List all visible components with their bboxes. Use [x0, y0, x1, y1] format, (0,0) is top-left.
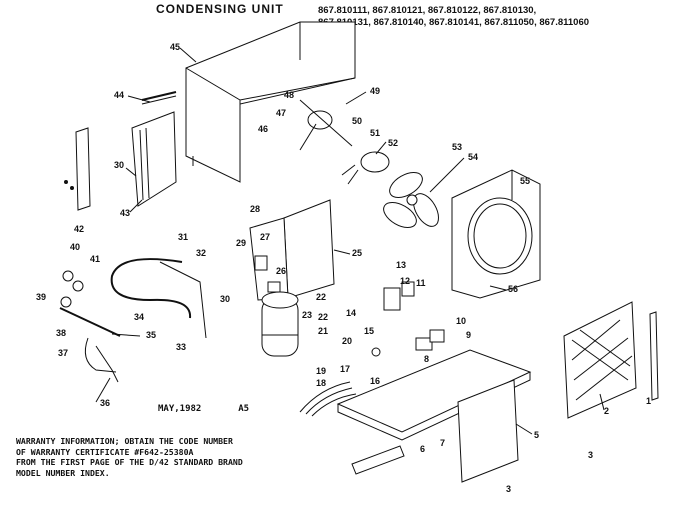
part-label: 13	[396, 260, 406, 270]
part-label: 3	[588, 450, 593, 460]
part-label: 8	[424, 354, 429, 364]
part-label: 52	[388, 138, 398, 148]
fan-blade-drawing	[383, 172, 439, 228]
warranty-line-4: MODEL NUMBER INDEX.	[16, 467, 110, 478]
part-label: 48	[284, 90, 294, 100]
coil-grille-drawing	[563, 301, 637, 419]
part-label: 14	[346, 308, 356, 318]
part-label: 51	[370, 128, 380, 138]
warranty-line-2: OF WARRANTY CERTIFICATE #F642-25380A	[16, 446, 194, 457]
warranty-line-1: WARRANTY INFORMATION; OBTAIN THE CODE NU…	[16, 436, 233, 446]
part-label: 31	[178, 232, 188, 242]
code-text: A5	[238, 404, 250, 414]
part-label: 15	[364, 326, 374, 336]
part-labels: 45 44 30 43 42 46 47 48 49 50 51 52 53 5…	[36, 42, 651, 494]
control-box-drawing	[249, 199, 335, 301]
part-label: 10	[456, 316, 466, 326]
valves-drawing	[60, 270, 84, 308]
part-label: 55	[520, 176, 530, 186]
part-label: 34	[134, 312, 144, 322]
part-label: 53	[452, 142, 462, 152]
wire-bundle-drawing	[299, 381, 357, 417]
bracket-drawing	[64, 127, 91, 211]
part-label: 38	[56, 328, 66, 338]
part-label: 43	[120, 208, 130, 218]
part-label: 23	[302, 310, 312, 320]
part-label: 46	[258, 124, 268, 134]
part-label: 33	[176, 342, 186, 352]
part-label: 11	[416, 278, 426, 288]
rail-drawing	[351, 445, 405, 475]
part-label: 44	[114, 90, 124, 100]
part-label: 50	[352, 116, 362, 126]
part-label: 22	[316, 292, 326, 302]
part-label: 20	[342, 336, 352, 346]
cabinet-drawing	[185, 21, 356, 183]
front-panel-drawing	[457, 379, 519, 483]
part-label: 21	[318, 326, 328, 336]
orifice-panel-drawing	[451, 169, 541, 299]
part-label: 47	[276, 108, 286, 118]
revision-date: MAY,1982 A5	[158, 404, 249, 414]
fan-motor-drawing	[299, 99, 390, 185]
base-pan-drawing	[336, 349, 532, 441]
compressor-drawing	[261, 291, 299, 357]
electrical-components-drawing	[371, 281, 445, 357]
part-label: 29	[236, 238, 246, 248]
part-label: 27	[260, 232, 270, 242]
part-label: 9	[466, 330, 471, 340]
leader-lines	[95, 47, 605, 435]
part-label: 6	[420, 444, 425, 454]
part-label: 37	[58, 348, 68, 358]
part-label: 7	[440, 438, 445, 448]
diagram-title: CONDENSING UNIT	[156, 2, 284, 16]
part-label: 2	[604, 406, 609, 416]
part-label: 17	[340, 364, 350, 374]
part-label: 30	[114, 160, 124, 170]
part-label: 42	[74, 224, 84, 234]
part-label: 49	[370, 86, 380, 96]
part-label: 39	[36, 292, 46, 302]
warranty-info: WARRANTY INFORMATION; OBTAIN THE CODE NU…	[16, 436, 243, 478]
part-label: 22	[318, 312, 328, 322]
part-label: 36	[100, 398, 110, 408]
part-label: 28	[250, 204, 260, 214]
part-label: 41	[90, 254, 100, 264]
part-label: 56	[508, 284, 518, 294]
post-drawing	[649, 311, 659, 401]
part-label: 16	[370, 376, 380, 386]
part-label: 45	[170, 42, 180, 52]
part-label: 1	[646, 396, 651, 406]
part-label: 30	[220, 294, 230, 304]
part-label: 25	[352, 248, 362, 258]
part-label: 26	[276, 266, 286, 276]
part-label: 40	[70, 242, 80, 252]
date-text: MAY,1982	[158, 404, 202, 414]
part-label: 32	[196, 248, 206, 258]
warranty-line-3: FROM THE FIRST PAGE OF THE D/42 STANDARD…	[16, 457, 243, 467]
part-label: 35	[146, 330, 156, 340]
model-line-1: 867.810111, 867.810121, 867.810122, 867.…	[318, 5, 537, 16]
model-numbers: 867.810111, 867.810121, 867.810122, 867.…	[318, 5, 589, 29]
part-label: 19	[316, 366, 326, 376]
part-label: 54	[468, 152, 478, 162]
part-label: 12	[400, 276, 410, 286]
model-line-2: 867.810131, 867.810140, 867.810141, 867.…	[318, 17, 590, 28]
tubing-drawing	[59, 258, 207, 383]
part-label: 5	[534, 430, 539, 440]
part-label: 18	[316, 378, 326, 388]
side-panel-drawing	[131, 91, 177, 207]
part-label: 3	[506, 484, 511, 494]
